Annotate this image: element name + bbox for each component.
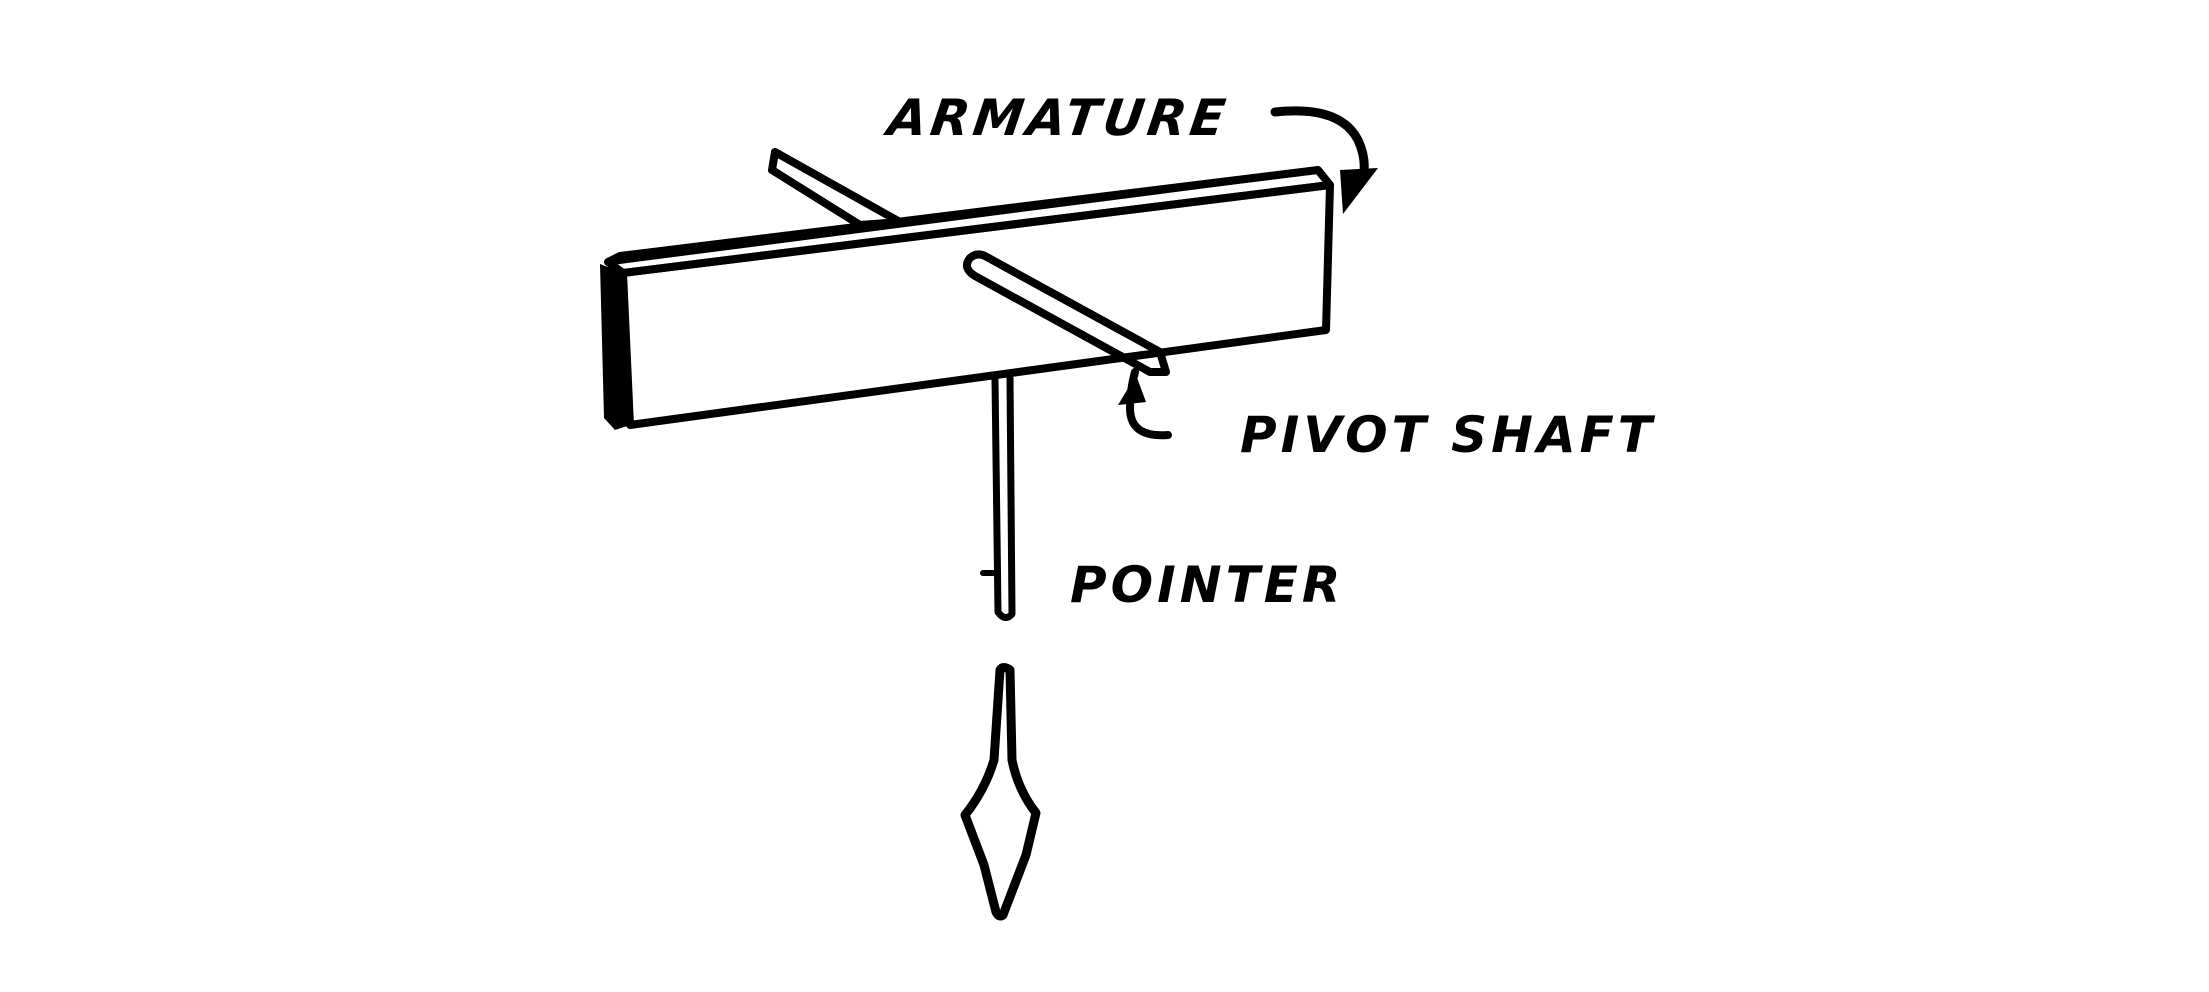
pivot-shaft-front <box>962 250 1170 376</box>
pivot-shaft-back <box>768 148 904 229</box>
pivot-shaft-leader-arrow <box>1118 368 1172 440</box>
armature-leader-arrow <box>1270 106 1378 214</box>
label-pivot-shaft: PIVOT SHAFT <box>1240 406 1656 464</box>
label-pointer: POINTER <box>1070 556 1344 614</box>
armature-bar <box>600 166 1334 430</box>
pointer-rod <box>980 374 1016 621</box>
label-armature: ARMATURE <box>880 88 1232 147</box>
pointer-tip <box>960 663 1041 921</box>
